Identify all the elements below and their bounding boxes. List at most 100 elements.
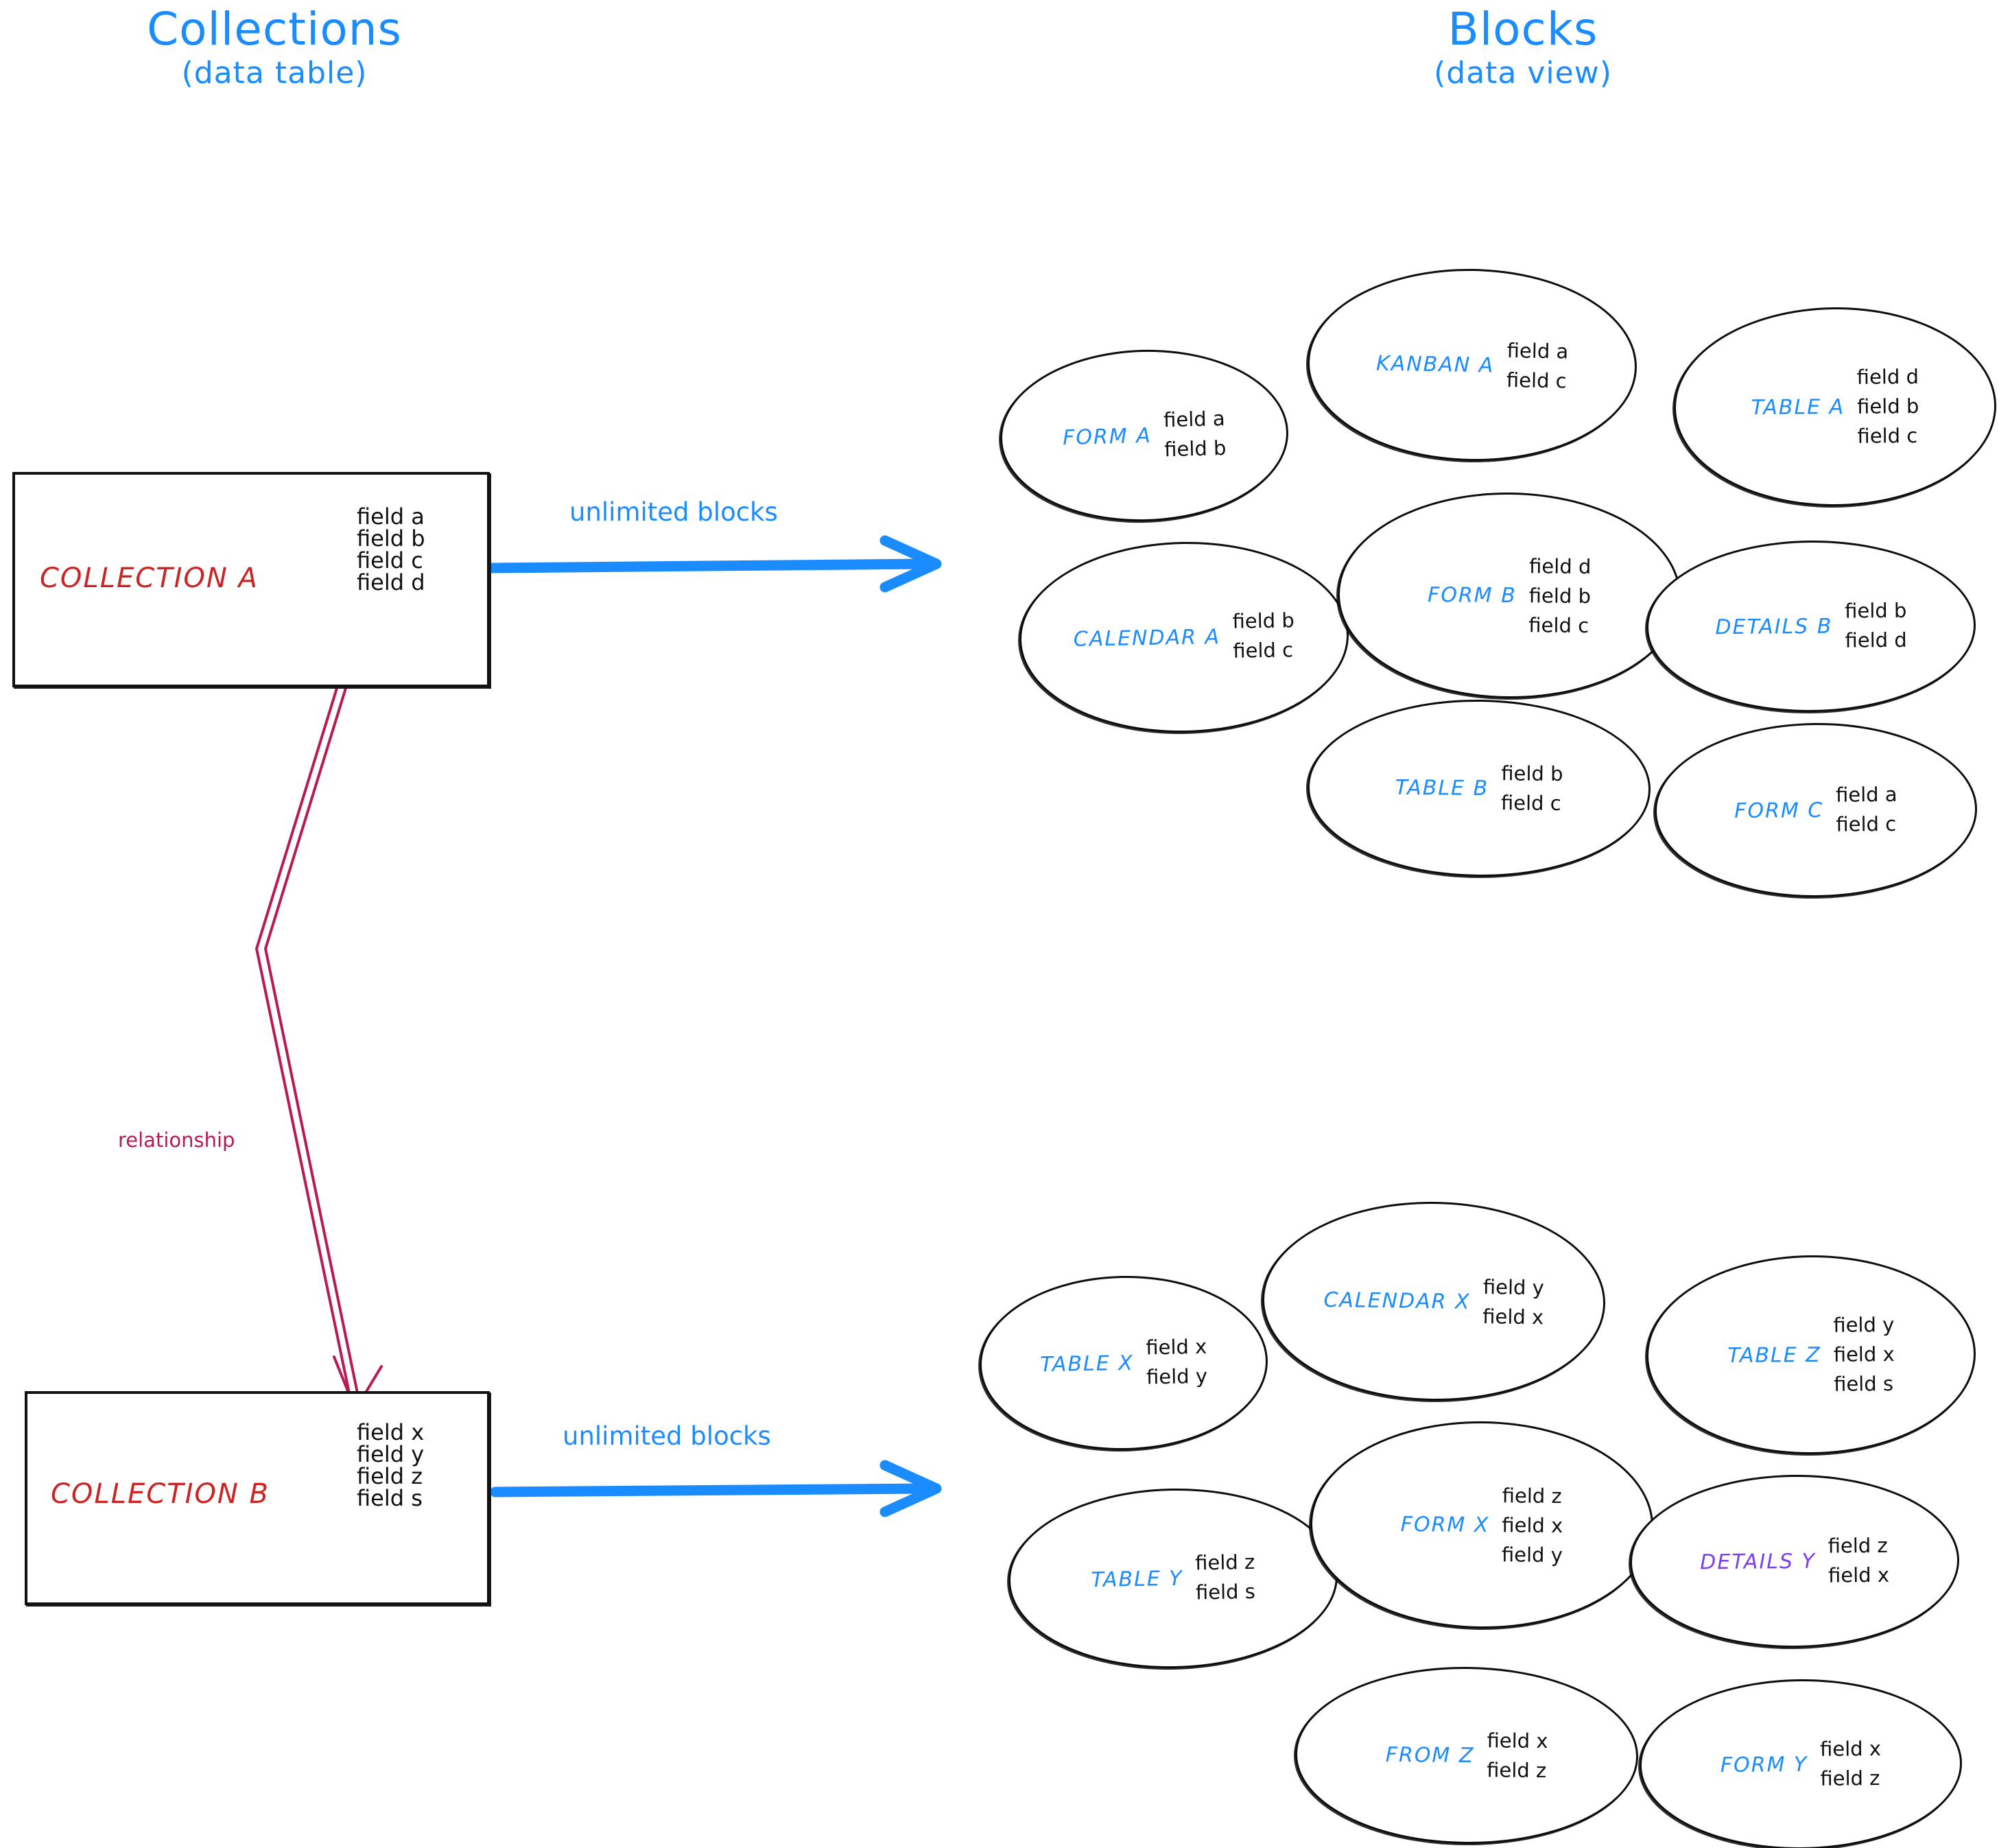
block-fields-details-b: field b field d	[1844, 598, 1907, 652]
block-ellipse-calendar-a[interactable]: CALENDAR A field b field c	[1017, 538, 1351, 736]
block-fields-calendar-a: field b field c	[1232, 608, 1295, 663]
block-ellipse-details-y[interactable]: DETAILS Y field z field x	[1629, 1473, 1961, 1650]
block-ellipse-form-b[interactable]: FORM B field d field b field c	[1336, 490, 1682, 700]
block-fields-table-x: field x field y	[1146, 1334, 1208, 1389]
block-ellipse-form-x[interactable]: FORM X field z field x field y	[1309, 1419, 1655, 1631]
block-field: field x	[1487, 1729, 1548, 1753]
collection-b-box[interactable]	[25, 1391, 490, 1605]
block-ellipse-table-z[interactable]: TABLE Z field y field x field s	[1645, 1253, 1977, 1456]
block-field: field b	[1856, 394, 1919, 418]
collection-b-name: COLLECTION B	[51, 1478, 270, 1510]
block-label-table-x: TABLE X	[1040, 1351, 1135, 1377]
collections-heading: Collections (data table)	[41, 5, 508, 94]
block-field: field b	[1232, 608, 1295, 633]
arrow-label-bottom: unlimited blocks	[563, 1421, 771, 1451]
block-field: field x	[1146, 1334, 1207, 1360]
block-field: field s	[1195, 1579, 1256, 1604]
block-field: field b	[1501, 761, 1563, 786]
block-label-table-a: TABLE A	[1751, 394, 1845, 420]
block-label-form-y: FORM Y	[1720, 1752, 1808, 1777]
block-field: field c	[1506, 368, 1567, 393]
block-field: field c	[1857, 423, 1918, 448]
block-ellipse-details-b[interactable]: DETAILS B field b field d	[1645, 538, 1977, 714]
block-field: field y	[1482, 1275, 1545, 1300]
block-fields-calendar-x: field y field x	[1482, 1275, 1545, 1329]
block-field: field a	[1506, 338, 1569, 364]
collection-a-field: field b	[357, 525, 425, 552]
block-ellipse-table-x[interactable]: TABLE X field x field y	[978, 1273, 1270, 1453]
block-label-form-a: FORM A	[1062, 423, 1152, 450]
block-fields-form-y: field x field z	[1819, 1736, 1882, 1790]
collection-a-field: field c	[357, 547, 423, 573]
collections-heading-title: Collections	[147, 3, 402, 56]
relationship-connector	[255, 685, 383, 1411]
collection-a-field: field d	[357, 569, 425, 595]
block-field: field y	[1146, 1364, 1208, 1389]
block-ellipse-kanban-a[interactable]: KANBAN A field a field c	[1305, 265, 1639, 464]
block-field: field x	[1482, 1304, 1544, 1329]
block-field: field z	[1194, 1550, 1255, 1575]
block-fields-form-c: field a field c	[1835, 782, 1897, 836]
block-field: field c	[1500, 791, 1561, 816]
block-label-form-b: FORM B	[1427, 582, 1517, 608]
block-ellipse-form-c[interactable]: FORM C field a field c	[1653, 721, 1978, 899]
collection-a-fields: field a field b field c field d	[357, 506, 425, 593]
collections-heading-subtitle: (data table)	[181, 56, 368, 91]
collection-a-field: field a	[357, 504, 425, 530]
collection-b-field: field x	[357, 1419, 425, 1445]
block-ellipse-from-z[interactable]: FROM Z field x field z	[1294, 1665, 1640, 1846]
block-label-form-c: FORM C	[1734, 798, 1824, 823]
block-field: field c	[1233, 638, 1294, 663]
block-label-calendar-a: CALENDAR A	[1073, 624, 1221, 652]
collection-a-box[interactable]	[12, 472, 490, 687]
block-label-form-x: FORM X	[1400, 1512, 1490, 1537]
block-label-details-b: DETAILS B	[1715, 614, 1833, 639]
block-fields-kanban-a: field a field c	[1506, 338, 1569, 393]
block-field: field c	[1836, 812, 1897, 836]
block-field: field b	[1163, 436, 1227, 462]
blocks-heading-subtitle: (data view)	[1434, 56, 1612, 91]
block-fields-details-y: field z field x	[1828, 1533, 1890, 1587]
block-field: field a	[1163, 406, 1226, 432]
collection-b-field: field z	[357, 1463, 423, 1489]
block-field: field x	[1828, 1563, 1890, 1587]
collection-b-field: field y	[357, 1441, 425, 1467]
block-fields-form-x: field z field x field y	[1501, 1484, 1563, 1567]
collection-b-fields: field x field y field z field s	[357, 1421, 424, 1509]
unlimited-blocks-arrow-bottom	[490, 1460, 942, 1517]
block-field: field y	[1833, 1312, 1895, 1337]
block-field: field z	[1820, 1766, 1880, 1790]
arrow-label-top: unlimited blocks	[569, 497, 778, 527]
block-field: field d	[1845, 628, 1907, 652]
block-field: field x	[1819, 1736, 1882, 1761]
block-ellipse-table-y[interactable]: TABLE Y field z field s	[1006, 1485, 1340, 1672]
block-fields-table-b: field b field c	[1500, 761, 1563, 816]
block-field: field x	[1502, 1513, 1563, 1537]
block-field: field z	[1828, 1533, 1888, 1558]
block-ellipse-table-a[interactable]: TABLE A field d field b field c	[1672, 305, 1998, 508]
block-ellipse-form-y[interactable]: FORM Y field x field z	[1638, 1677, 1963, 1848]
block-label-table-y: TABLE Y	[1091, 1566, 1183, 1592]
block-field: field s	[1833, 1371, 1894, 1396]
block-fields-form-a: field a field b	[1163, 406, 1227, 462]
block-label-from-z: FROM Z	[1385, 1742, 1475, 1768]
block-ellipse-table-b[interactable]: TABLE B field b field c	[1306, 698, 1652, 879]
block-label-table-b: TABLE B	[1395, 775, 1489, 801]
block-label-kanban-a: KANBAN A	[1375, 351, 1495, 378]
unlimited-blocks-arrow-top	[487, 535, 942, 593]
block-field: field z	[1487, 1758, 1547, 1783]
block-ellipse-calendar-x[interactable]: CALENDAR X field y field x	[1260, 1199, 1607, 1403]
block-fields-table-y: field z field s	[1194, 1550, 1256, 1604]
block-field: field c	[1528, 613, 1589, 637]
block-label-table-z: TABLE Z	[1727, 1342, 1821, 1368]
block-fields-table-a: field d field b field c	[1856, 364, 1919, 448]
block-field: field a	[1835, 782, 1897, 807]
block-field: field y	[1501, 1542, 1563, 1567]
block-field: field b	[1844, 598, 1907, 623]
blocks-heading: Blocks (data view)	[1290, 5, 1756, 94]
collection-b-field: field s	[357, 1485, 423, 1511]
block-ellipse-form-a[interactable]: FORM A field a field b	[997, 346, 1291, 525]
block-label-calendar-x: CALENDAR X	[1323, 1288, 1471, 1314]
block-fields-form-b: field d field b field c	[1528, 554, 1591, 637]
